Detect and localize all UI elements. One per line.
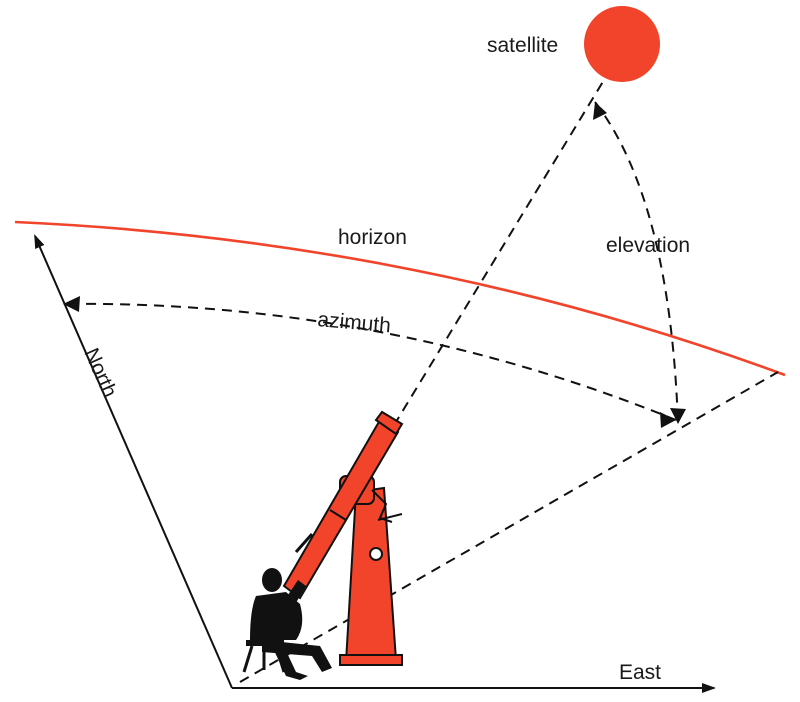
telescope-icon xyxy=(282,410,404,666)
azimuth-label: azimuth xyxy=(317,308,392,337)
elevation-arrow-bottom xyxy=(670,408,686,424)
elevation-arc xyxy=(594,101,679,425)
ground-projection-line xyxy=(239,371,779,683)
north-label: North xyxy=(79,345,121,401)
elevation-arrow-top xyxy=(593,102,607,120)
horizon-label: horizon xyxy=(338,226,407,249)
stool-icon xyxy=(242,640,286,673)
satellite-icon xyxy=(584,6,660,82)
azimuth-arc xyxy=(62,302,677,421)
azimuth-arrow-end xyxy=(63,296,80,312)
east-label: East xyxy=(619,661,661,684)
azimuth-arrow-start xyxy=(660,412,676,428)
line-of-sight xyxy=(384,79,605,441)
horizon-curve xyxy=(14,220,786,377)
north-axis xyxy=(34,234,233,689)
observer-icon xyxy=(250,568,332,680)
elevation-label: elevation xyxy=(606,234,690,257)
satellite-label: satellite xyxy=(487,34,558,57)
